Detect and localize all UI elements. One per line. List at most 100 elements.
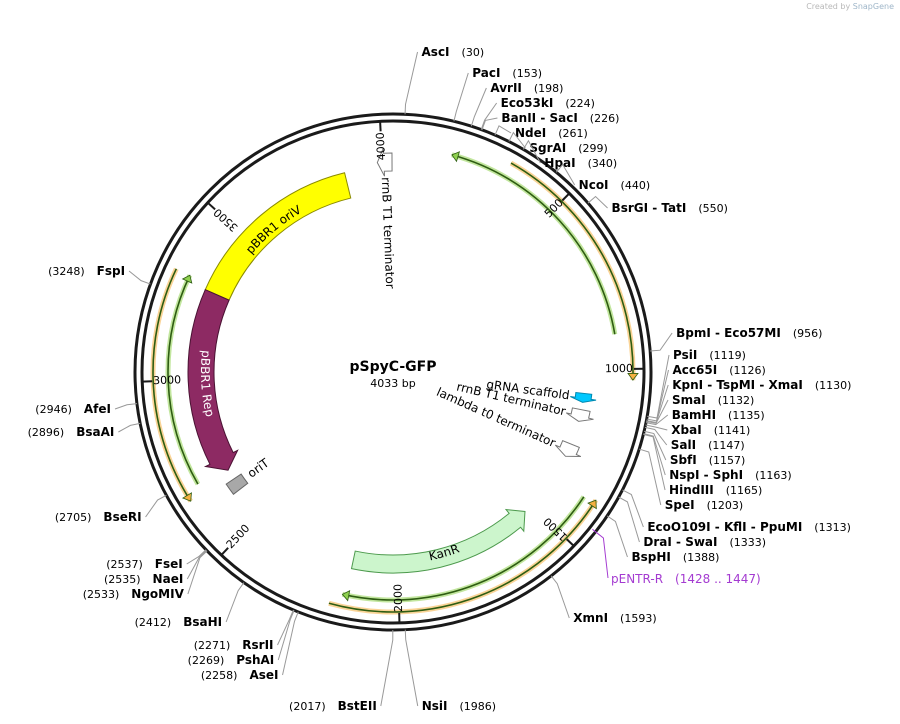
site-leader xyxy=(555,163,576,186)
site-position: (261) xyxy=(558,127,588,140)
site-position: (1132) xyxy=(718,394,755,407)
site-leader xyxy=(282,611,299,676)
site-position: (2017) xyxy=(289,700,326,713)
site-nsii: NsiI(1986) xyxy=(404,629,496,713)
site-name: SbfI xyxy=(670,453,697,467)
site-position: (2946) xyxy=(35,403,72,416)
site-position: (30) xyxy=(462,46,485,59)
site-sali: SalI(1147) xyxy=(644,426,745,452)
site-leader xyxy=(453,72,469,122)
site-position: (1141) xyxy=(714,424,751,437)
primer-range: (1428 .. 1447) xyxy=(675,572,761,586)
feature-shape xyxy=(570,391,597,403)
orf-arrowhead xyxy=(587,499,597,510)
orf-arrowhead xyxy=(451,151,461,163)
site-position: (440) xyxy=(621,179,651,192)
site-name: XbaI xyxy=(671,423,701,437)
site-fsei: FseI(2537) xyxy=(106,549,207,571)
orf-arc xyxy=(167,274,199,485)
site-hindiii: HindIII(1165) xyxy=(643,433,762,497)
site-leader xyxy=(186,549,207,565)
feature-pbbr1-rep: pBBR1 Rep xyxy=(187,289,239,471)
site-pshai: PshAI (2269) xyxy=(188,610,295,667)
site-leader xyxy=(470,87,487,127)
site-bamhi: BamHI(1135) xyxy=(645,408,765,426)
site-leader xyxy=(494,125,512,136)
site-leader xyxy=(643,430,667,461)
site-sgrai: SgrAI(299) xyxy=(508,131,608,155)
site-position: (2269) xyxy=(188,654,225,667)
orf-arrow xyxy=(150,267,193,503)
site-position: (1163) xyxy=(755,469,792,482)
site-name: BanII - SacI xyxy=(501,111,577,125)
feature-pbbr1-oriv: pBBR1 oriV xyxy=(204,172,352,301)
site-eco53ki: Eco53kI(224) xyxy=(480,96,595,130)
site-bsahi: BsaHI(2412) xyxy=(135,582,245,629)
site-group: AscI(30)PacI(153)AvrII(198)Eco53kI(224)B… xyxy=(28,45,852,713)
site-position: (1126) xyxy=(729,364,766,377)
orf-arc xyxy=(510,162,634,381)
site-name: FseI xyxy=(155,557,183,571)
site-name: NdeI xyxy=(515,126,546,140)
site-position: (1203) xyxy=(707,499,744,512)
site-name: PacI xyxy=(472,66,500,80)
tick-label: 1000 xyxy=(605,362,633,375)
site-name: AscI xyxy=(422,45,450,59)
site-ncoi: NcoI (440) xyxy=(555,163,651,192)
site-avrii: AvrII(198) xyxy=(470,81,563,127)
site-name: NcoI xyxy=(579,178,609,192)
site-leader xyxy=(225,582,245,623)
site-psii: PsiI(1119) xyxy=(647,348,746,419)
site-bseri: BseRI(2705) xyxy=(55,494,167,524)
site-name: BseRI xyxy=(103,510,141,524)
site-name: PshAI xyxy=(236,653,274,667)
feature-shape xyxy=(554,439,582,458)
site-name: NspI - SphI xyxy=(669,468,743,482)
site-leader xyxy=(480,102,498,130)
site-sbfi: SbfI(1157) xyxy=(643,430,745,467)
site-name: HpaI xyxy=(544,156,575,170)
site-position: (1119) xyxy=(709,349,746,362)
tick-mark xyxy=(565,538,575,547)
site-position: (340) xyxy=(588,157,618,170)
feature-shape xyxy=(225,473,249,495)
site-name: BsaAI xyxy=(76,425,114,439)
site-asci: AscI (30) xyxy=(404,45,485,115)
site-position: (1333) xyxy=(730,536,767,549)
site-name: EcoO109I - KflI - PpuMI xyxy=(647,520,802,534)
tick-mark xyxy=(207,201,216,211)
site-name: BstEII xyxy=(338,699,377,713)
site-leader xyxy=(508,131,526,149)
primer-name: pENTR-R xyxy=(611,572,663,586)
site-position: (3248) xyxy=(48,265,85,278)
site-ngomiv: NgoMIV(2533) xyxy=(83,550,208,601)
feature-label: oriT xyxy=(245,455,272,480)
site-leader xyxy=(186,549,207,580)
site-name: BsaHI xyxy=(183,615,222,629)
site-ndei: NdeI (261) xyxy=(494,125,588,140)
site-leader xyxy=(187,550,208,595)
site-banii: BanII - SacI(226) xyxy=(481,111,619,131)
site-leader xyxy=(145,494,167,518)
feature-shape xyxy=(350,508,526,574)
site-position: (224) xyxy=(565,97,595,110)
tick-label: 3500 xyxy=(211,206,240,234)
tick-label: 4000 xyxy=(374,132,388,161)
feature-shape xyxy=(187,289,239,471)
orf-arrow xyxy=(451,151,618,335)
site-position: (1313) xyxy=(814,521,851,534)
site-ecoo109i: EcoO109I - KflI - PpuMI (1313) xyxy=(622,489,851,534)
backbone-inner-ring xyxy=(140,119,646,625)
site-position: (2258) xyxy=(201,669,238,682)
site-name: BpmI - Eco57MI xyxy=(676,326,781,340)
site-leader xyxy=(645,414,669,426)
orf-arrowhead xyxy=(627,372,639,381)
site-name: NaeI xyxy=(153,572,184,586)
backbone-group xyxy=(133,112,653,632)
orf-group xyxy=(150,151,639,615)
site-leader xyxy=(128,270,151,285)
site-name: SpeI xyxy=(665,498,695,512)
orf-arrowhead xyxy=(181,274,193,284)
site-name: AseI xyxy=(249,668,278,682)
